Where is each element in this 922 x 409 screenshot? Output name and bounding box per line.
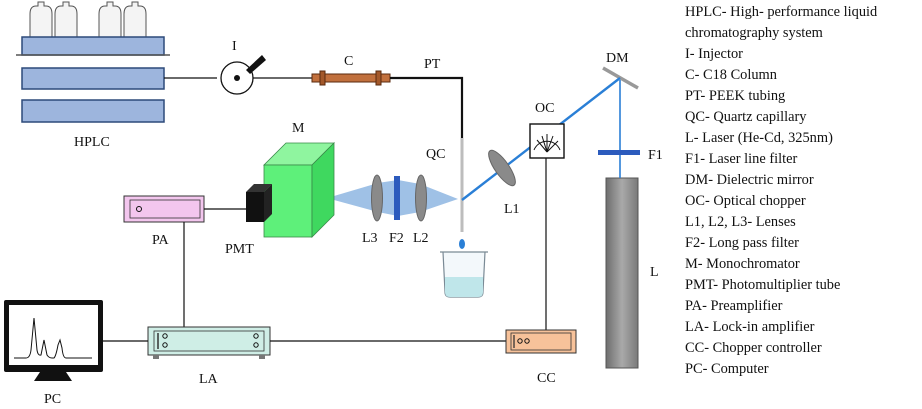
long-pass-filter: F2 <box>389 176 404 246</box>
hplc-system: HPLC <box>16 1 170 150</box>
detect-beam-left <box>334 183 378 212</box>
legend-item: CC- Chopper controller <box>685 340 822 356</box>
label-column: C <box>344 54 353 69</box>
dielectric-mirror: DM <box>602 51 639 90</box>
label-oc: OC <box>535 101 554 116</box>
label-laser: L <box>650 265 659 280</box>
solvent-bottle-icon <box>29 1 147 39</box>
diagram-canvas: HPLC I C PT QC L F1 <box>4 1 663 407</box>
label-dm: DM <box>606 51 629 66</box>
legend-item: PC- Computer <box>685 361 769 377</box>
legend-item: L- Laser (He-Cd, 325nm) <box>685 130 833 146</box>
monochromator: M <box>263 121 335 238</box>
label-f1: F1 <box>648 148 663 163</box>
legend-item: F2- Long pass filter <box>685 235 799 251</box>
lens-l2: L2 <box>413 174 429 246</box>
legend-item: L1, L2, L3- Lenses <box>685 214 796 230</box>
injector-valve-icon: I <box>220 39 266 95</box>
label-l2: L2 <box>413 231 429 246</box>
label-pc: PC <box>44 392 61 407</box>
label-pa: PA <box>152 233 170 248</box>
peek-tubing <box>390 76 464 140</box>
label-l3: L3 <box>362 231 378 246</box>
c18-column: C <box>311 54 391 86</box>
label-la: LA <box>199 372 219 387</box>
detect-beam-tip <box>420 184 458 212</box>
chopper-wheel-icon: OC <box>529 101 565 159</box>
chopper-controller: CC <box>505 329 577 386</box>
label-qc: QC <box>426 147 445 162</box>
legend-item: DM- Dielectric mirror <box>685 172 814 188</box>
legend-item: I- Injector <box>685 46 743 62</box>
label-f2: F2 <box>389 231 404 246</box>
hplc-modules <box>16 36 170 123</box>
lock-in-amplifier: LA <box>147 326 271 387</box>
detect-beam-mid <box>378 180 398 216</box>
legend-item: QC- Quartz capillary <box>685 109 807 125</box>
label-cc: CC <box>537 371 556 386</box>
lens-l3: L3 <box>362 174 383 246</box>
chromatogram-peaks-icon <box>14 317 92 359</box>
legend-item: PA- Preamplifier <box>685 298 783 314</box>
laser-head: L <box>605 177 659 369</box>
preamplifier: PA <box>123 195 246 248</box>
computer: PC <box>4 300 103 407</box>
legend-item: PT- PEEK tubing <box>685 88 786 104</box>
label-hplc: HPLC <box>74 135 110 150</box>
legend-item: F1- Laser line filter <box>685 151 798 167</box>
label-peek: PT <box>424 57 441 72</box>
legend-item: HPLC- High- performance liquid chromatog… <box>685 4 878 41</box>
label-injector: I <box>232 39 237 54</box>
label-l1: L1 <box>504 202 520 217</box>
legend-item: C- C18 Column <box>685 67 777 83</box>
label-pmt: PMT <box>225 242 254 257</box>
lens-l1: L1 <box>488 149 520 217</box>
droplet <box>459 239 465 249</box>
legend: HPLC- High- performance liquid chromatog… <box>685 2 921 380</box>
laser-line-filter: F1 <box>598 148 663 163</box>
legend-item: OC- Optical chopper <box>685 193 806 209</box>
label-mono: M <box>292 121 305 136</box>
photomultiplier-tube: PMT <box>225 184 272 257</box>
legend-item: PMT- Photomultiplier tube <box>685 277 841 293</box>
beaker-icon <box>440 251 488 298</box>
detect-beam-right <box>398 180 420 216</box>
legend-item: M- Monochromator <box>685 256 800 272</box>
legend-item: LA- Lock-in amplifier <box>685 319 815 335</box>
